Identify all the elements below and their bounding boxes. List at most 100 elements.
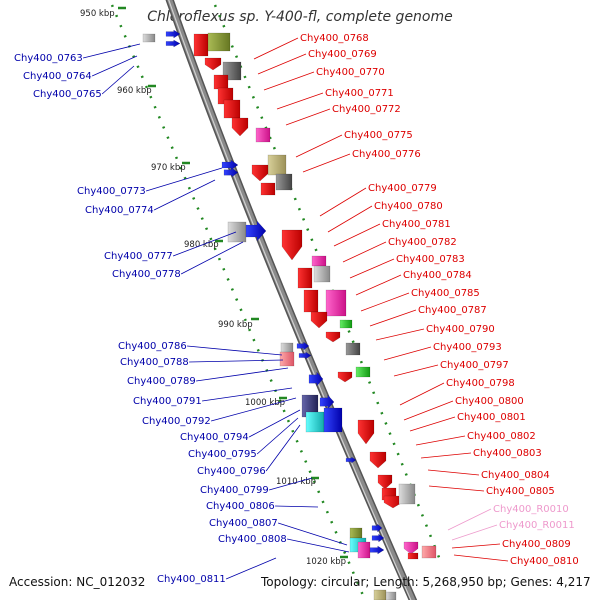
right-gene-label: Chy400_0784: [403, 270, 472, 281]
right-gene-label: Chy400_0797: [440, 360, 509, 371]
gene-feature: [193, 33, 209, 57]
right-label-line: [428, 485, 485, 492]
ruler-tick-label: 1010 kbp: [276, 477, 316, 487]
gene-feature: [349, 527, 363, 539]
gene-feature: [207, 32, 231, 52]
right-gene-label: Chy400_R0010: [493, 504, 569, 515]
gene-feature: [373, 589, 387, 600]
left-label-line: [256, 417, 299, 455]
gene-arrow: [369, 545, 385, 555]
right-label-line: [333, 223, 381, 247]
left-gene-label: Chy400_0788: [120, 357, 189, 368]
gene-arrow: [298, 351, 312, 360]
left-gene-label: Chy400_0774: [85, 205, 154, 216]
gene-arrow: [310, 311, 328, 329]
right-label-line: [409, 416, 456, 432]
backbone-strand: [167, 0, 416, 600]
right-label-line: [369, 309, 417, 327]
right-label-line: [276, 92, 324, 110]
left-label-line: [248, 409, 301, 438]
right-gene-label: Chy400_0803: [473, 448, 542, 459]
gene-arrow: [223, 167, 239, 178]
gene-feature: [357, 541, 371, 559]
gene-arrow: [377, 474, 393, 490]
gene-arrow: [281, 229, 303, 261]
right-gene-label: Chy400_0785: [411, 288, 480, 299]
left-gene-label: Chy400_0773: [77, 186, 146, 197]
right-label-line: [393, 364, 439, 377]
left-label-line: [101, 65, 135, 95]
right-gene-label: Chy400_0769: [308, 49, 377, 60]
right-gene-label: Chy400_0798: [446, 378, 515, 389]
right-gene-label: Chy400_0801: [457, 412, 526, 423]
left-label-line: [202, 387, 293, 402]
gene-arrow: [165, 29, 181, 39]
gene-feature: [313, 265, 331, 283]
label-layer: Chy400_0763Chy400_0764Chy400_0765Chy400_…: [14, 33, 579, 585]
gene-feature: [323, 407, 343, 433]
gene-feature: [260, 182, 276, 196]
ruler-tick-label: 970 kbp: [151, 163, 186, 173]
left-gene-label: Chy400_0786: [118, 341, 187, 352]
gene-feature: [223, 99, 241, 119]
left-gene-label: Chy400_0806: [206, 501, 275, 512]
right-label-line: [257, 53, 307, 75]
gene-arrow: [165, 39, 181, 48]
right-label-line: [451, 524, 498, 541]
right-gene-label: Chy400_0775: [344, 130, 413, 141]
left-gene-label: Chy400_0807: [209, 518, 278, 529]
right-label-line: [427, 469, 480, 476]
ruler-tick-label: 1000 kbp: [245, 398, 285, 408]
right-gene-label: Chy400_0809: [502, 539, 571, 550]
gene-feature: [142, 33, 156, 43]
ruler-track-inner: [110, 4, 367, 600]
gene-arrow: [251, 164, 269, 182]
left-gene-label: Chy400_0796: [197, 466, 266, 477]
left-gene-label: Chy400_0763: [14, 53, 83, 64]
topology-text: Topology: circular; Length: 5,268,950 bp…: [261, 575, 591, 589]
right-gene-label: Chy400_0787: [418, 305, 487, 316]
left-label-line: [172, 231, 237, 257]
right-gene-label: Chy400_0779: [368, 183, 437, 194]
gene-arrow: [231, 117, 249, 137]
backbone-layer: [165, 0, 418, 600]
left-gene-label: Chy400_0794: [180, 432, 249, 443]
gene-feature: [275, 173, 293, 191]
right-gene-label: Chy400_0770: [316, 67, 385, 78]
gene-feature: [385, 591, 397, 600]
left-label-line: [153, 179, 216, 211]
gene-arrow: [204, 57, 222, 71]
gene-arrow: [337, 371, 353, 383]
left-gene-label: Chy400_0792: [142, 416, 211, 427]
right-gene-label: Chy400_0802: [467, 431, 536, 442]
left-label-line: [268, 477, 313, 491]
right-gene-label: Chy400_0776: [352, 149, 421, 160]
left-label-line: [275, 505, 319, 508]
left-label-line: [180, 241, 244, 275]
gene-feature: [279, 351, 295, 367]
left-gene-label: Chy400_0778: [112, 269, 181, 280]
left-label-line: [187, 345, 283, 356]
gene-arrow: [357, 419, 375, 445]
gene-feature: [303, 289, 319, 313]
gene-arrow: [345, 456, 357, 464]
right-gene-label: Chy400_0793: [433, 342, 502, 353]
gene-layer: [142, 29, 437, 600]
right-label-line: [360, 292, 410, 312]
left-gene-label: Chy400_0808: [218, 534, 287, 545]
left-label-line: [91, 55, 138, 77]
right-label-line: [415, 435, 466, 446]
right-label-line: [355, 274, 402, 296]
gene-feature: [398, 483, 416, 505]
left-gene-label: Chy400_0789: [127, 376, 196, 387]
left-gene-label: Chy400_0765: [33, 89, 102, 100]
left-label-line: [83, 43, 141, 59]
right-gene-label: Chy400_0782: [388, 237, 457, 248]
right-label-line: [263, 71, 315, 91]
gene-feature: [305, 411, 325, 433]
right-gene-label: Chy400_0805: [486, 486, 555, 497]
gene-arrow: [245, 220, 267, 242]
left-label-line: [196, 367, 289, 382]
left-label-line: [265, 424, 301, 472]
